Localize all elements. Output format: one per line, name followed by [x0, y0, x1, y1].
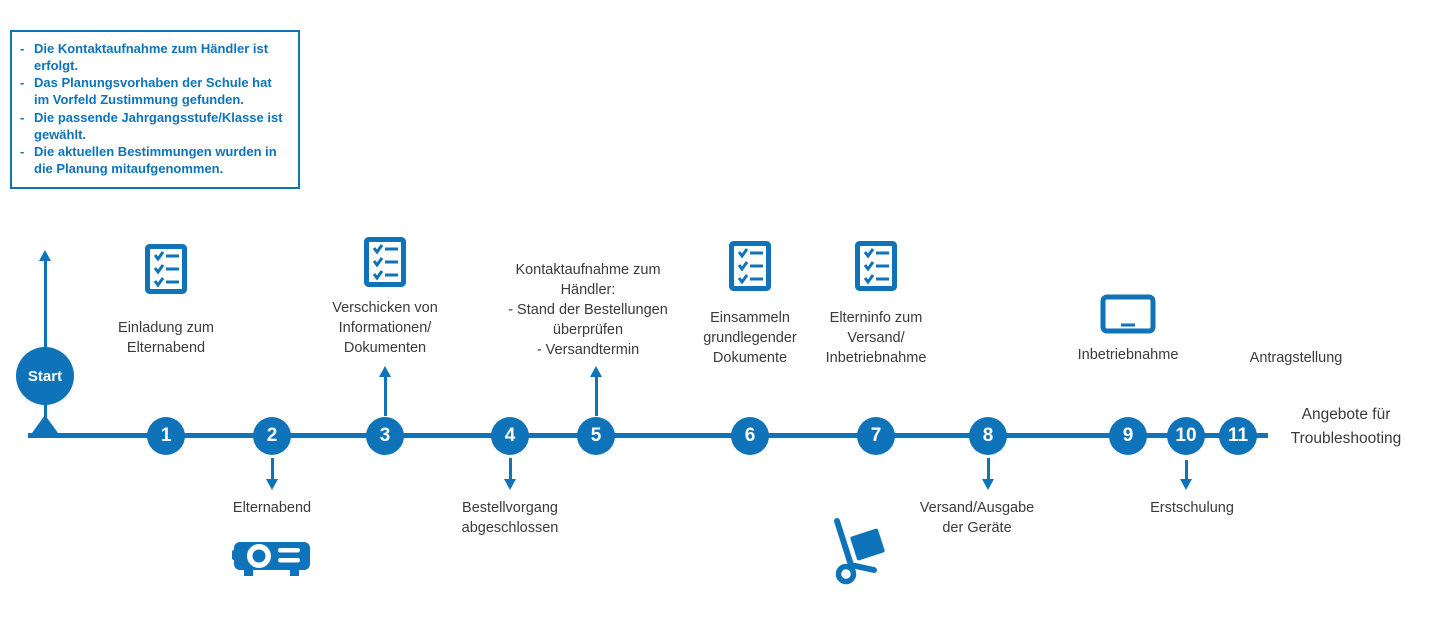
arrow-shaft — [508, 458, 512, 480]
arrow-head-up-icon — [38, 250, 51, 261]
step-number: 5 — [590, 425, 602, 446]
start-circle: Start — [16, 347, 74, 405]
prerequisite-item: - Die aktuellen Bestimmungen wurden in d… — [20, 143, 288, 177]
arrow-head-down-icon — [503, 479, 516, 490]
step-number: 2 — [266, 425, 278, 446]
step-circle-6: 6 — [731, 417, 769, 455]
step-label-9: Inbetriebnahme — [1077, 347, 1179, 363]
end-note: Angebote für Troubleshooting — [1290, 406, 1402, 447]
arrow-shaft — [986, 458, 990, 480]
projector-icon — [232, 532, 312, 587]
prerequisite-text: Die passende Jahrgangsstufe/Klasse ist g… — [34, 109, 283, 142]
start-marker-triangle — [32, 415, 58, 433]
step-circle-10: 10 — [1167, 417, 1205, 455]
step-number: 10 — [1175, 425, 1197, 446]
step8-arrow — [981, 458, 995, 490]
arrow-head-down-icon — [1179, 479, 1192, 490]
step-label-5: Kontaktaufnahme zum Händler: - Stand der… — [508, 262, 668, 358]
start-arrow — [38, 250, 52, 433]
dash-marker: - — [20, 143, 25, 159]
step-number: 9 — [1122, 425, 1134, 446]
step-label-7: Elterninfo zum Versand/ Inbetriebnahme — [825, 310, 927, 366]
checklist-icon — [854, 240, 898, 297]
step-circle-1: 1 — [147, 417, 185, 455]
step10-arrow — [1179, 460, 1193, 490]
step-circle-7: 7 — [857, 417, 895, 455]
step-circle-8: 8 — [969, 417, 1007, 455]
step-number: 4 — [504, 425, 516, 446]
step-label-1: Einladung zum Elternabend — [118, 320, 214, 356]
arrow-shaft — [43, 260, 47, 433]
step-number: 7 — [870, 425, 882, 446]
dash-marker: - — [20, 41, 25, 56]
step-number: 3 — [379, 425, 391, 446]
timeline-line — [28, 433, 1268, 438]
step-circle-5: 5 — [577, 417, 615, 455]
checklist-icon — [728, 240, 772, 297]
checklist-icon — [144, 243, 188, 300]
prerequisite-item: - Die passende Jahrgangsstufe/Klasse ist… — [20, 109, 288, 143]
prerequisite-text: Die Kontaktaufnahme zum Händler ist erfo… — [34, 41, 269, 74]
checklist-icon — [363, 236, 407, 293]
dash-marker: - — [20, 109, 25, 125]
step-label-6: Einsammeln grundlegender Dokumente — [703, 310, 797, 366]
step-circle-9: 9 — [1109, 417, 1147, 455]
step-label-10: Erstschulung — [1150, 500, 1234, 516]
step3-arrow — [378, 366, 392, 416]
arrow-shaft — [383, 376, 387, 416]
prerequisite-item: - Die Kontaktaufnahme zum Händler ist er… — [20, 40, 288, 74]
step-label-4: Bestellvorgang abgeschlossen — [461, 500, 559, 536]
arrow-head-down-icon — [981, 479, 994, 490]
step5-arrow — [589, 366, 603, 416]
step-label-3: Verschicken von Informationen/ Dokumente… — [332, 300, 438, 356]
arrow-shaft — [1184, 460, 1188, 480]
prerequisite-item: - Das Planungsvorhaben der Schule hat im… — [20, 74, 288, 108]
step4-arrow — [503, 458, 517, 490]
step2-arrow — [265, 458, 279, 490]
dash-marker: - — [20, 75, 25, 91]
step-circle-11: 11 — [1219, 417, 1257, 455]
arrow-shaft — [594, 376, 598, 416]
prerequisite-text: Das Planungsvorhaben der Schule hat im V… — [34, 75, 272, 108]
prerequisites-box: - Die Kontaktaufnahme zum Händler ist er… — [10, 30, 300, 190]
step-label-8: Versand/Ausgabe der Geräte — [919, 500, 1035, 536]
arrow-shaft — [270, 458, 274, 480]
arrow-head-up-icon — [589, 366, 602, 377]
step-circle-4: 4 — [491, 417, 529, 455]
handtruck-icon — [828, 515, 892, 590]
step-number: 1 — [160, 425, 172, 446]
prerequisite-text: Die aktuellen Bestimmungen wurden in die… — [34, 143, 277, 177]
step-number: 6 — [744, 425, 756, 446]
step-label-2: Elternabend — [232, 500, 312, 516]
step-label-11: Antragstellung — [1249, 350, 1343, 366]
monitor-icon — [1100, 294, 1156, 339]
step-circle-3: 3 — [366, 417, 404, 455]
step-number: 8 — [982, 425, 994, 446]
start-label: Start — [27, 367, 63, 385]
step-circle-2: 2 — [253, 417, 291, 455]
arrow-head-down-icon — [265, 479, 278, 490]
arrow-head-up-icon — [378, 366, 391, 377]
step-number: 11 — [1227, 425, 1249, 446]
